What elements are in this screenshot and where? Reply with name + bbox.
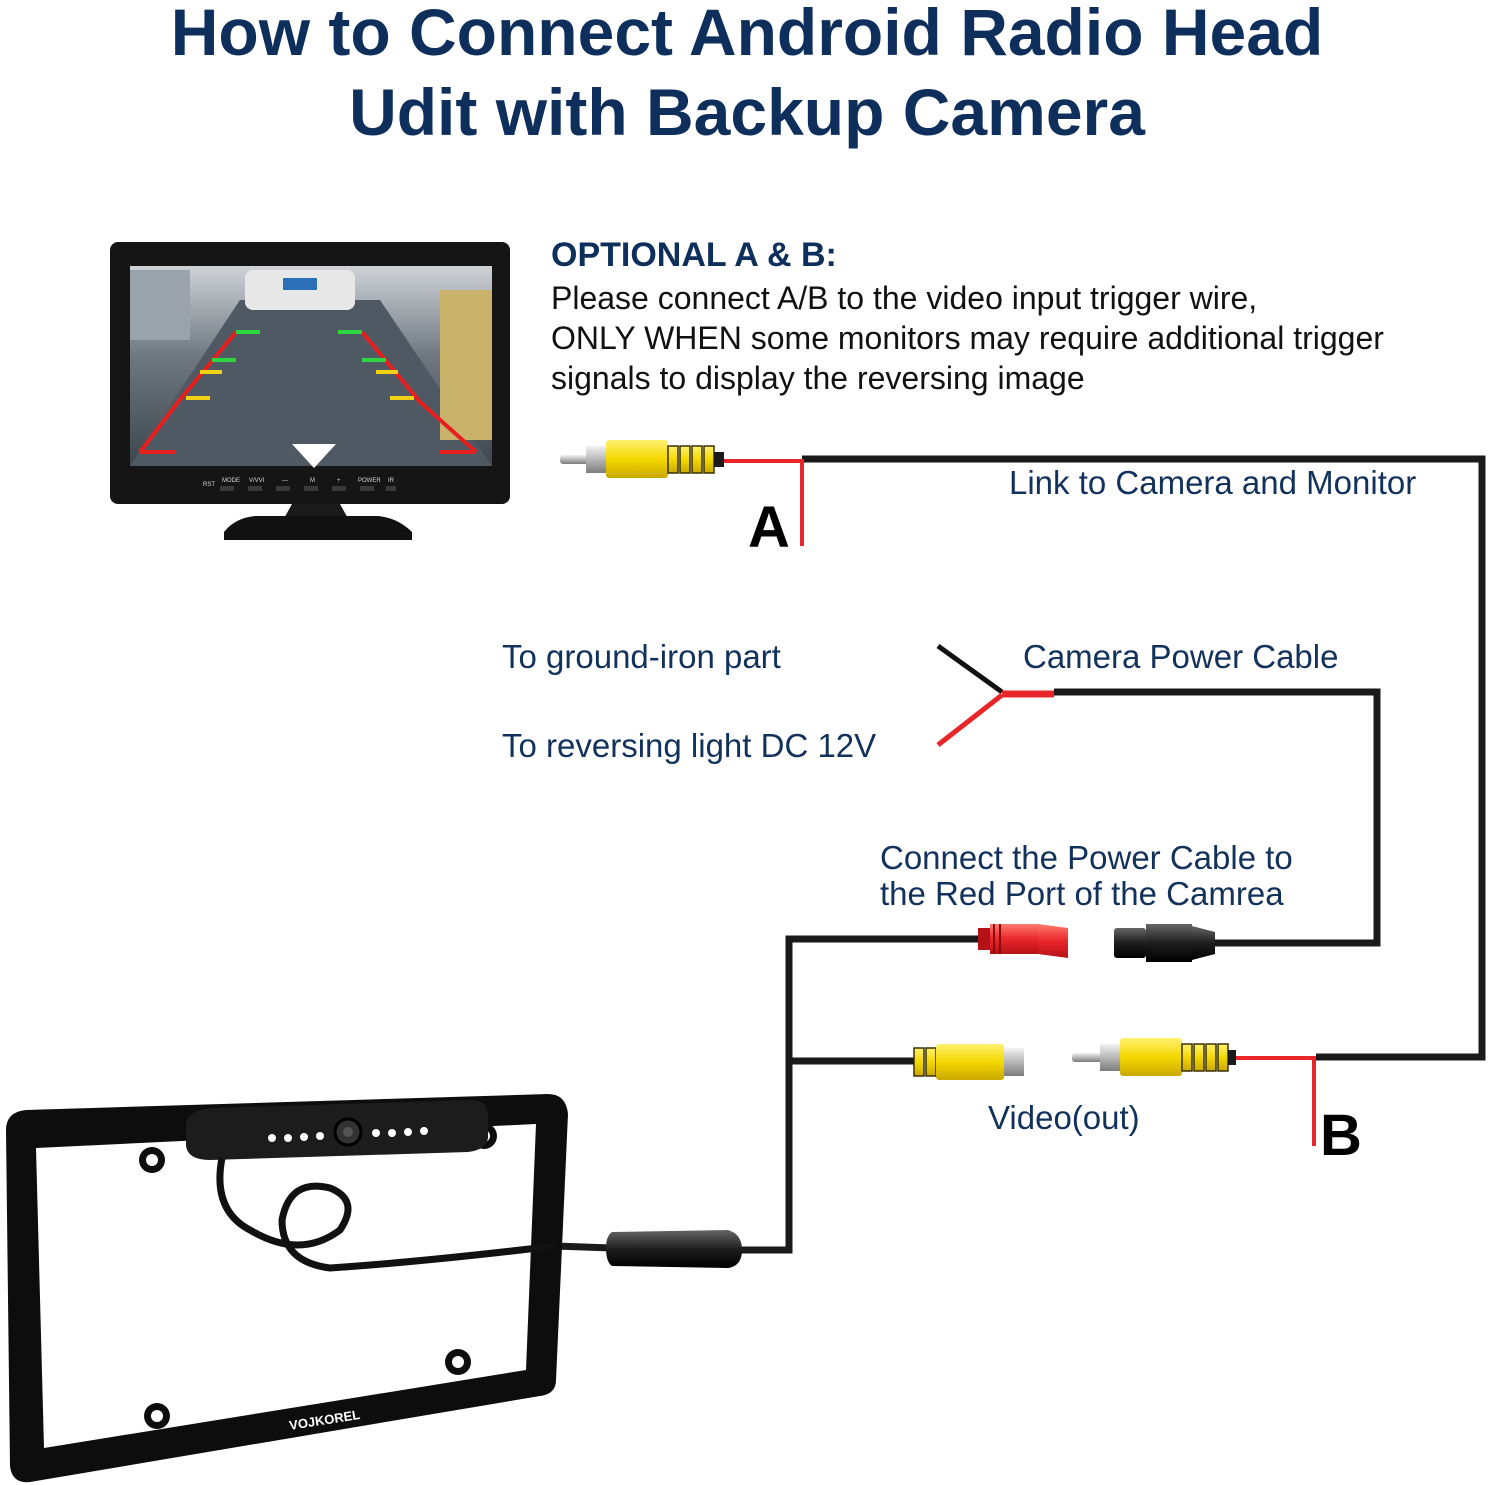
monitor-button-label: M [310,478,315,484]
monitor-button-label: V/VVI [249,478,265,484]
monitor-button-label: RST [203,482,215,488]
optional-line-2: ONLY WHEN some monitors may require addi… [551,320,1384,356]
red-power-port [978,924,1068,958]
wires [554,455,1486,1254]
point-b-label: B [1320,1103,1362,1168]
power-cable-wire [1054,688,1381,947]
monitor-button-label: IR [388,478,395,484]
optional-line-3: signals to display the reversing image [551,360,1085,396]
reversing-light-label: To reversing light DC 12V [502,727,877,764]
power-cable-label: Camera Power Cable [1023,638,1339,675]
trigger-wire-a [720,459,804,546]
page-title-line-1: How to Connect Android Radio Head [170,0,1324,69]
page-title-line-2: Udit with Backup Camera [349,75,1145,149]
cable-connector-box [606,1230,742,1268]
monitor-button-label: — [282,478,288,484]
monitor-image: RST MODE V/VVI — M + POWER IR [110,242,510,540]
optional-line-1: Please connect A/B to the video input tr… [551,280,1258,316]
optional-heading: OPTIONAL A & B: [551,236,837,274]
monitor-button-label: + [337,478,341,484]
black-power-plug [1114,924,1215,962]
rca-plug-top [560,440,724,478]
optional-description: Please connect A/B to the video input tr… [551,278,1384,398]
monitor-button-label: POWER [358,478,381,484]
rca-plug-bottom [1072,1038,1236,1076]
license-plate-camera: VOJKOREL [6,1094,568,1483]
connect-instruction-line-2: the Red Port of the Camrea [880,875,1284,912]
monitor-button-label: MODE [222,478,240,484]
connect-instruction-line-1: Connect the Power Cable to [880,839,1293,876]
ground-label: To ground-iron part [502,638,781,675]
trigger-wire-b [1232,1056,1316,1146]
link-label: Link to Camera and Monitor [1009,464,1417,501]
video-out-label: Video(out) [988,1099,1140,1136]
link-wire [802,455,1486,1061]
point-a-label: A [748,495,790,560]
camera-trunk-wire [735,935,980,1254]
video-out-jack [913,1044,1024,1080]
reversing-light-wire [936,693,1004,747]
ground-wire [936,643,1004,695]
